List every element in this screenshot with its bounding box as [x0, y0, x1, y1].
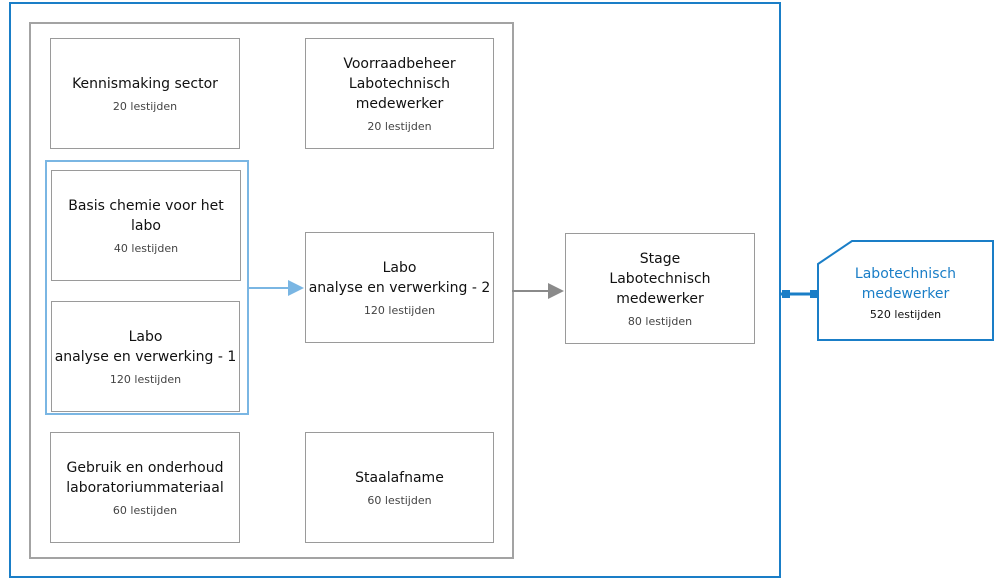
- module-gebruik-onderhoud: Gebruik en onderhoud laboratoriummateria…: [50, 432, 240, 543]
- course-frame: [9, 2, 781, 578]
- module-title: Labo: [128, 328, 163, 345]
- module-title-line-2: Labotechnisch medewerker: [609, 270, 711, 307]
- module-hours: 20 lestijden: [112, 99, 178, 113]
- module-title-line-2: laboratoriummateriaal: [66, 479, 224, 496]
- module-title: Voorraadbeheer: [343, 55, 456, 72]
- module-hours: 120 lestijden: [363, 303, 436, 317]
- module-title: Labo: [382, 259, 417, 276]
- outcome-title: Labotechnisch medewerker: [854, 266, 957, 302]
- module-voorraadbeheer: Voorraadbeheer Labotechnisch medewerker …: [305, 38, 494, 149]
- module-title-line-2: analyse en verwerking - 2: [308, 279, 491, 296]
- module-labo-1: Labo analyse en verwerking - 1 120 lesti…: [51, 301, 240, 412]
- module-title-line-2: Labotechnisch medewerker: [348, 75, 451, 112]
- module-labo-2: Labo analyse en verwerking - 2 120 lesti…: [305, 232, 494, 343]
- module-staalafname: Staalafname 60 lestijden: [305, 432, 494, 543]
- module-title: Stage: [639, 250, 681, 267]
- outcome-hours: 520 lestijden: [869, 308, 942, 321]
- module-stage: Stage Labotechnisch medewerker 80 lestij…: [565, 233, 755, 344]
- module-hours: 40 lestijden: [113, 241, 179, 255]
- module-title-line-2: analyse en verwerking - 1: [54, 348, 237, 365]
- connector-end-square: [810, 290, 818, 298]
- outcome-qualification: Labotechnisch medewerker 520 lestijden: [818, 262, 993, 324]
- module-title: Gebruik en onderhoud: [66, 459, 224, 476]
- outcome-shape: [817, 240, 994, 341]
- module-basis-chemie: Basis chemie voor het labo 40 lestijden: [51, 170, 241, 281]
- module-hours: 80 lestijden: [627, 314, 693, 328]
- module-hours: 20 lestijden: [367, 119, 432, 133]
- module-hours: 60 lestijden: [112, 503, 178, 517]
- module-kennismaking: Kennismaking sector 20 lestijden: [50, 38, 240, 149]
- module-hours: 120 lestijden: [109, 372, 182, 386]
- module-title: Staalafname: [355, 469, 444, 486]
- module-title: Kennismaking sector: [72, 75, 218, 92]
- module-title: Basis chemie voor het labo: [68, 197, 224, 234]
- labo-1-group: [45, 160, 249, 415]
- module-hours: 60 lestijden: [367, 493, 432, 507]
- connector-start-square: [782, 290, 790, 298]
